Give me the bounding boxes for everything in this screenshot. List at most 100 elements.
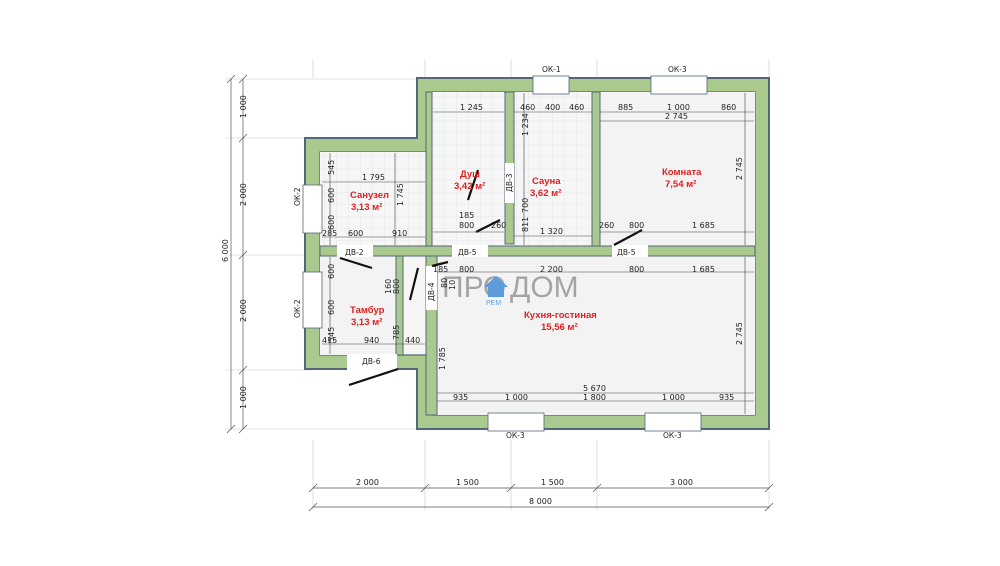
- dim: 800: [629, 221, 644, 230]
- window-ok2-lower: [302, 271, 323, 329]
- dim: 260: [491, 221, 506, 230]
- dim: 10: [448, 280, 457, 290]
- dim: 460: [569, 103, 584, 112]
- window-ok3-bottom-left: [487, 412, 545, 432]
- room-name-komnata: Комната: [662, 167, 702, 178]
- dim: 600: [327, 188, 336, 203]
- tag-ok2-lower: ОК-2: [293, 299, 302, 318]
- room-name-sanuzel: Санузел: [350, 190, 389, 201]
- dim: 1 745: [396, 183, 405, 206]
- tag-ok3-bottom-right: ОК-3: [663, 431, 682, 440]
- dim: 8 000: [529, 497, 552, 506]
- tag-dv5-right: ДВ-5: [617, 248, 636, 257]
- door-leaf-dv2: [339, 256, 373, 270]
- logo-watermark: ПРО РЕМ ДОМ: [442, 271, 579, 307]
- dim: 1 500: [456, 478, 479, 487]
- dim: 811: [521, 217, 530, 232]
- door-leaf-dv6: [348, 367, 399, 387]
- dim: 600: [348, 229, 363, 238]
- element-tags: ОК-1 ОК-3 ОК-2 ОК-2 ОК-3 ОК-3 ДВ-2 ДВ-3 …: [293, 65, 687, 440]
- tag-dv2: ДВ-2: [345, 248, 364, 257]
- tag-ok2-upper: ОК-2: [293, 187, 302, 206]
- dim: 1 245: [460, 103, 483, 112]
- window-ok2-upper: [302, 184, 323, 234]
- room-area-tambur: 3,13 м²: [351, 317, 382, 328]
- dim: 2 745: [665, 112, 688, 121]
- dim: 1 000: [239, 95, 248, 118]
- tag-dv3: ДВ-3: [505, 173, 514, 192]
- window-ok1: [532, 75, 570, 95]
- dim: 545: [327, 160, 336, 175]
- dim: 1 234: [521, 113, 530, 136]
- dimension-labels: 1 000 2 000 6 000 2 000 1 000 2 000 1 50…: [221, 95, 744, 506]
- dim: 1 000: [505, 393, 528, 402]
- dim: 600: [327, 300, 336, 315]
- room-area-sanuzel: 3,13 м²: [351, 202, 382, 213]
- dim: 600: [327, 215, 336, 230]
- dim: 940: [364, 336, 379, 345]
- dim: 2 000: [239, 299, 248, 322]
- dim: 2 745: [735, 322, 744, 345]
- dim: 910: [392, 229, 407, 238]
- dim: 160: [384, 279, 393, 294]
- dim: 415: [322, 336, 337, 345]
- dim: 545: [327, 327, 336, 342]
- door-leaf-komnata: [613, 229, 643, 246]
- dim: 440: [405, 336, 420, 345]
- dim: 80: [440, 278, 449, 288]
- tag-dv6: ДВ-6: [362, 357, 381, 366]
- room-name-tambur: Тамбур: [350, 305, 385, 316]
- inner-dimension-lines: [322, 93, 754, 414]
- dim: 185: [459, 211, 474, 220]
- dim: 6 000: [221, 239, 230, 262]
- dim: 700: [521, 198, 530, 213]
- dim: 3 000: [670, 478, 693, 487]
- tag-dv5-left: ДВ-5: [458, 248, 477, 257]
- bottom-dimension-chain: [308, 483, 774, 512]
- doors: [337, 163, 648, 387]
- window-ok3-top: [650, 75, 708, 95]
- dim: 885: [618, 103, 633, 112]
- dim: 185: [433, 265, 448, 274]
- room-area-sauna: 3,62 м²: [530, 188, 561, 199]
- tag-ok3-bottom-left: ОК-3: [506, 431, 525, 440]
- dim: 1 000: [239, 386, 248, 409]
- dim: 400: [545, 103, 560, 112]
- dim: 785: [392, 325, 401, 340]
- dim: 1 785: [438, 347, 447, 370]
- dim: 2 000: [239, 183, 248, 206]
- dim: 2 200: [540, 265, 563, 274]
- dim: 800: [459, 221, 474, 230]
- room-area-kuhnya: 15,56 м²: [541, 322, 578, 333]
- room-name-sauna: Сауна: [532, 176, 561, 187]
- dim: 1 795: [362, 173, 385, 182]
- windows: [302, 75, 708, 432]
- dim: 285: [322, 229, 337, 238]
- tag-dv4: ДВ-4: [427, 282, 436, 301]
- room-labels: Санузел 3,13 м² Душ 3,42 м² Сауна 3,62 м…: [350, 167, 702, 333]
- dim: 2 745: [735, 157, 744, 180]
- door-leaf-dush: [475, 219, 501, 233]
- dim: 1 000: [662, 393, 685, 402]
- dim: 600: [327, 264, 336, 279]
- dim: 800: [629, 265, 644, 274]
- logo-text-sub: РЕМ: [486, 300, 501, 307]
- house-icon: [484, 276, 508, 297]
- room-area-komnata: 7,54 м²: [665, 179, 696, 190]
- door-leaf-hall: [431, 260, 449, 268]
- room-area-dush: 3,42 м²: [454, 181, 485, 192]
- left-dimension-chain: [226, 74, 248, 434]
- dim: 860: [721, 103, 736, 112]
- dim: 1 000: [667, 103, 690, 112]
- dim: 800: [392, 279, 401, 294]
- door-leaf-tambur: [408, 267, 420, 301]
- dim: 800: [459, 265, 474, 274]
- dim: 1 800: [583, 393, 606, 402]
- dim: 5 670: [583, 384, 606, 393]
- door-leaf-dv3: [466, 169, 480, 201]
- dim: 2 000: [356, 478, 379, 487]
- dim: 1 685: [692, 265, 715, 274]
- dim: 460: [520, 103, 535, 112]
- dim: 935: [453, 393, 468, 402]
- tag-ok3-top: ОК-3: [668, 65, 687, 74]
